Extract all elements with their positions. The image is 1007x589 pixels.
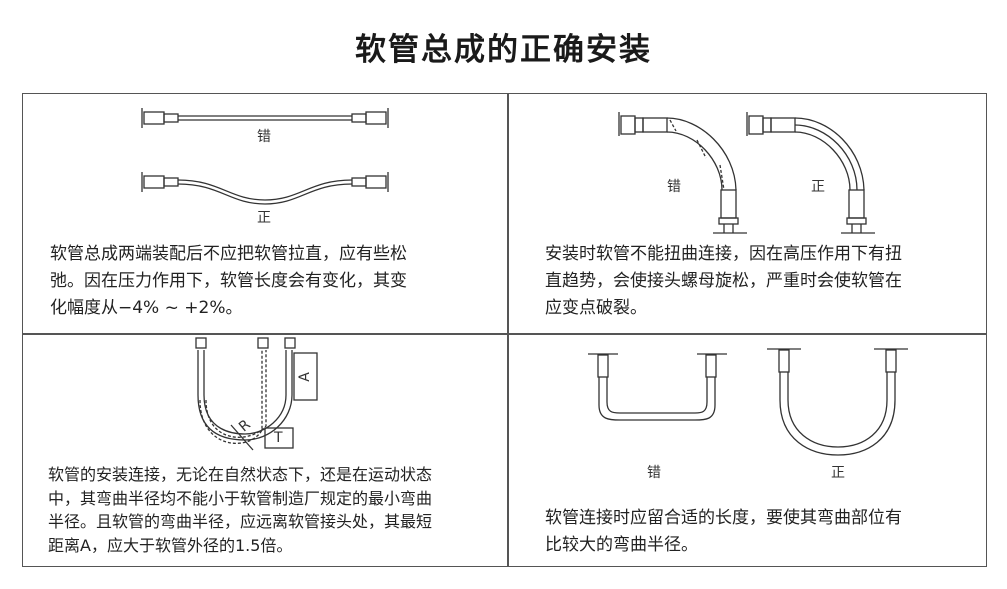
text-line: 软管的安装连接，无论在自然状态下，还是在运动状态 (48, 465, 433, 484)
panel4-short-hose-illustration (588, 353, 727, 421)
t-label: T (274, 430, 283, 446)
panel4-correct-hose-illustration (767, 348, 908, 456)
panel3-description: 软管的安装连接，无论在自然状态下，还是在运动状态 中，其弯曲半径均不能小于软管制… (48, 463, 432, 557)
panel3-bend-radius-illustration (195, 337, 318, 451)
panel1-slack-hose-illustration (141, 172, 389, 205)
text-line: 软管连接时应留合适的长度，要使其弯曲部位有 (545, 508, 902, 528)
panel4-description: 软管连接时应留合适的长度，要使其弯曲部位有 比较大的弯曲半径。 (545, 505, 902, 559)
distance-a-label: A (296, 372, 313, 382)
divider-horizontal (22, 333, 987, 335)
text-line: 直趋势，会使接头螺母旋松，严重时会使软管在 (545, 271, 902, 291)
panel2-correct-hose-illustration (746, 112, 875, 234)
diagram-frame (22, 93, 987, 567)
text-line: 比较大的弯曲半径。 (545, 535, 698, 555)
panel2-twisted-hose-illustration (618, 112, 747, 234)
text-line: 弛。因在压力作用下，软管长度会有变化，其变 (50, 271, 407, 291)
text-line: 中，其弯曲半径均不能小于软管制造厂规定的最小弯曲 (48, 488, 433, 508)
panel1-description: 软管总成两端装配后不应把软管拉直，应有些松 弛。因在压力作用下，软管长度会有变化… (50, 241, 407, 322)
page-title: 软管总成的正确安装 (355, 32, 652, 68)
panel2-wrong-label: 错 (667, 179, 681, 195)
text-line: 化幅度从−4% ~ +2%。 (50, 298, 243, 318)
text-line: 软管总成两端装配后不应把软管拉直，应有些松 (50, 244, 407, 264)
text-line: 安装时软管不能扭曲连接，因在高压作用下有扭 (545, 244, 902, 264)
panel2-description: 安装时软管不能扭曲连接，因在高压作用下有扭 直趋势，会使接头螺母旋松，严重时会使… (545, 241, 902, 322)
panel1-straight-hose-illustration (141, 108, 389, 128)
divider-vertical (507, 93, 509, 567)
panel4-correct-label: 正 (831, 465, 845, 481)
text-line: 应变点破裂。 (545, 298, 647, 318)
text-line: 半径。且软管的弯曲半径，应远离软管接头处，其最短 (48, 512, 433, 531)
panel1-wrong-label: 错 (257, 129, 271, 145)
text-line: 距离A，应大于软管外径的1.5倍。 (48, 535, 293, 555)
panel4-wrong-label: 错 (647, 465, 661, 481)
panel1-correct-label: 正 (257, 210, 271, 226)
panel2-correct-label: 正 (811, 179, 825, 195)
